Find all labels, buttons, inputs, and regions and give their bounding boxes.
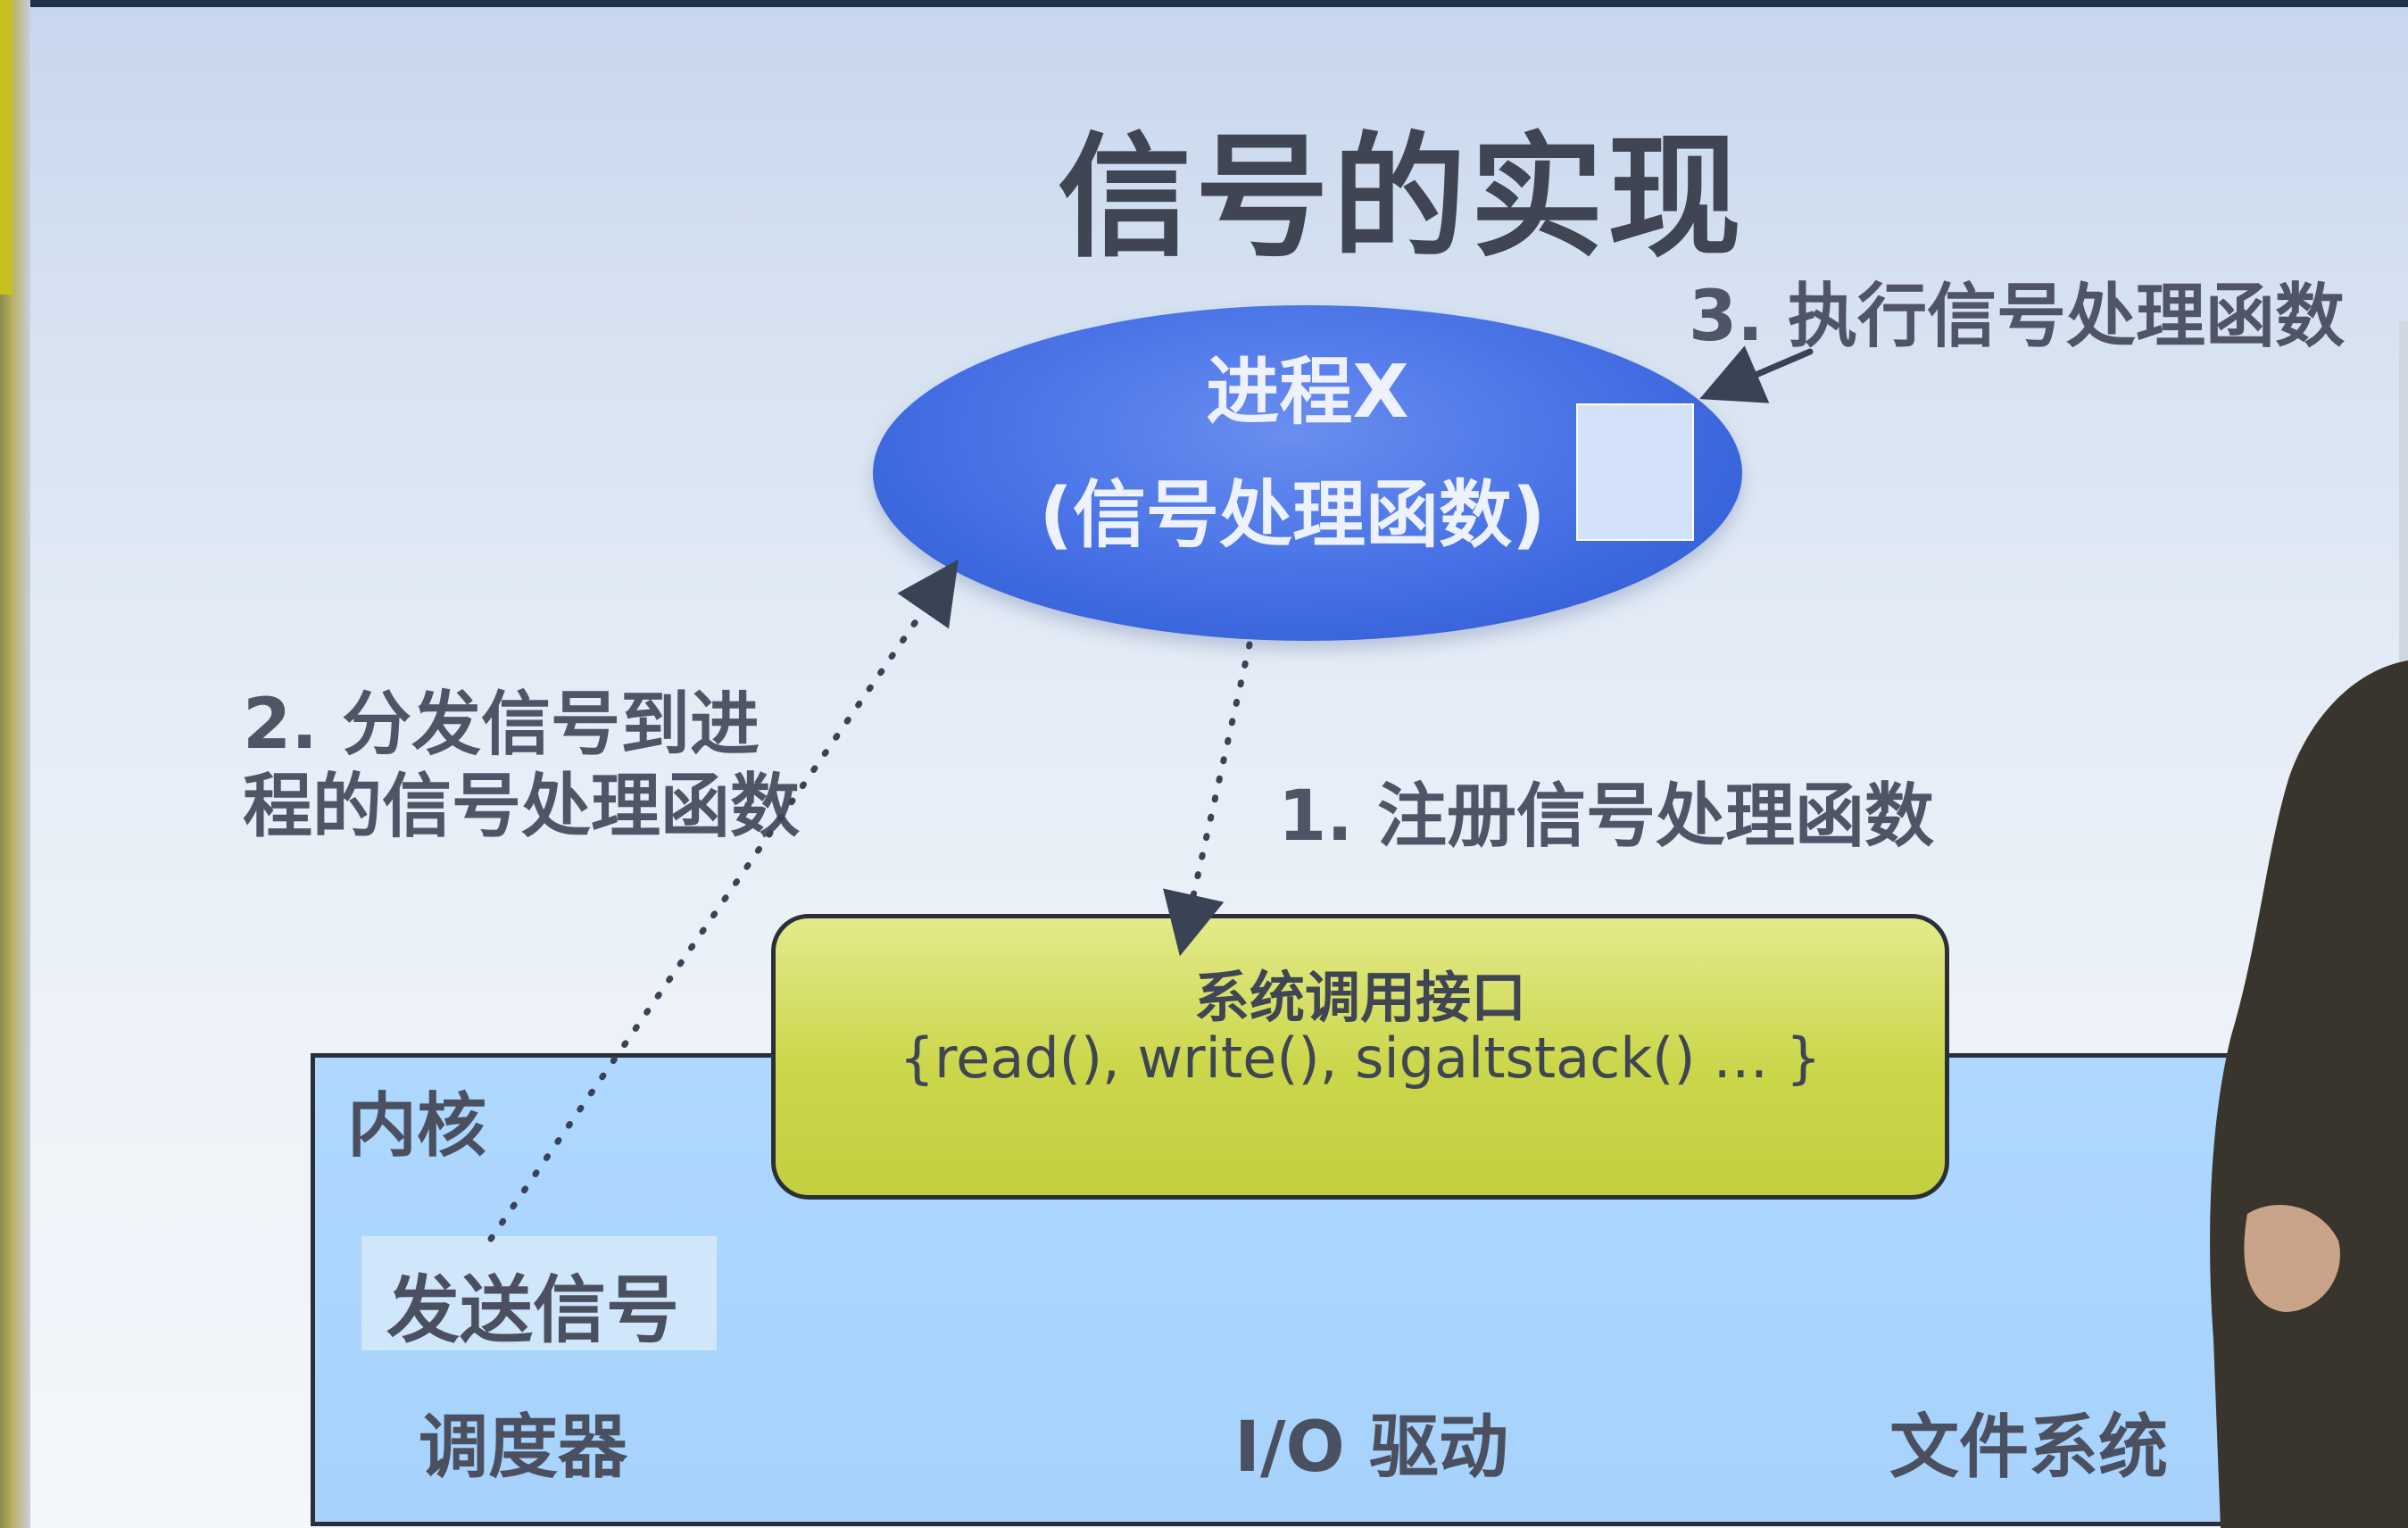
- io-driver-label: I/O 驱动: [1234, 1408, 1508, 1488]
- send-signal-box: 发送信号: [361, 1236, 717, 1353]
- process-name: 进程X: [1206, 350, 1409, 435]
- presenter-jacket: [2210, 660, 2408, 1528]
- slide-left-accent: [0, 0, 12, 295]
- syscall-interface-box: 系统调用接口 {read(), write(), sigaltstack() ……: [771, 914, 1949, 1200]
- register-handler-arrow: [1163, 641, 1253, 957]
- process-handler-label: (信号处理函数): [1039, 473, 1546, 558]
- syscall-list: {read(), write(), sigaltstack() … }: [899, 1026, 1822, 1091]
- presenter-hand: [2244, 1205, 2340, 1312]
- scheduler-label: 调度器: [419, 1408, 628, 1488]
- slide-right-edge: [2399, 321, 2408, 678]
- syscall-interface-title: 系统调用接口: [1193, 965, 1526, 1030]
- send-signal-label: 发送信号: [386, 1268, 680, 1353]
- presenter-figure: [2210, 660, 2408, 1528]
- signal-handler-block: [1576, 403, 1694, 541]
- slide-top-border: [0, 0, 2408, 7]
- kernel-label: 内核: [347, 1086, 487, 1167]
- step-2-label: 2. 分发信号到进程的信号处理函数: [243, 685, 801, 847]
- slide-title: 信号的实现: [1057, 120, 1745, 276]
- step-1-label: 1. 注册信号处理函数: [1278, 776, 1935, 857]
- step-3-label: 3. 执行信号处理函数: [1689, 277, 2346, 357]
- file-system-label: 文件系统: [1889, 1408, 2169, 1488]
